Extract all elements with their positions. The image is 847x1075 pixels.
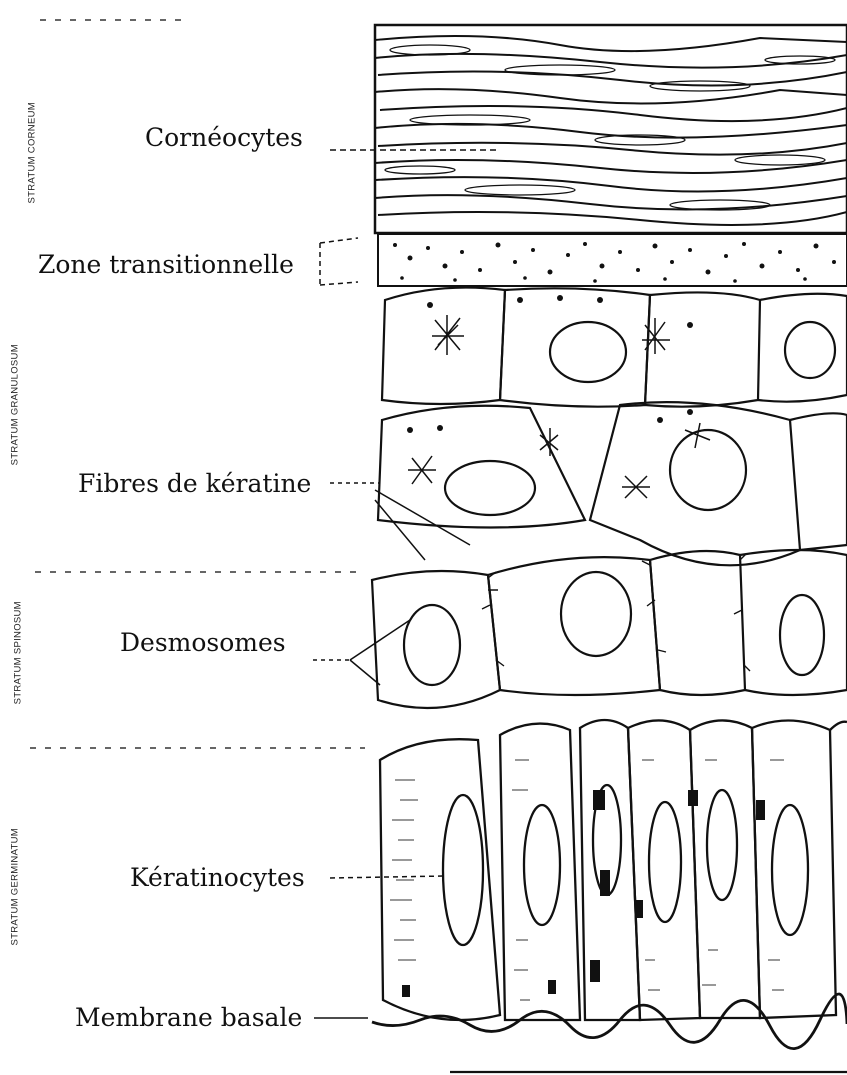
label-corneocytes: Cornéocytes — [145, 125, 303, 150]
label-fibres-keratine: Fibres de kératine — [78, 471, 311, 496]
label-zone-transitionnelle: Zone transitionnelle — [38, 252, 294, 277]
bracket-transitional-zone — [320, 238, 358, 285]
stratum-germinatum-drawing — [380, 720, 847, 1020]
layer-label-stratum-corneum: STRATUM CORNEUM — [27, 93, 37, 213]
layer-label-stratum-granulosum: STRATUM GRANULOSUM — [10, 335, 20, 475]
leader-fibres-b — [375, 500, 425, 560]
stratum-spinosum-drawing — [372, 550, 847, 708]
label-desmosomes: Desmosomes — [120, 630, 286, 655]
stratum-corneum-drawing — [375, 25, 847, 233]
label-membrane-basale: Membrane basale — [75, 1005, 302, 1030]
layer-label-stratum-germinatum: STRATUM GERMINATUM — [10, 817, 20, 957]
leader-keratinocytes — [330, 876, 445, 878]
layer-label-stratum-spinosum: STRATUM SPINOSUM — [13, 593, 23, 713]
basement-membrane-line — [372, 994, 847, 1049]
leader-desmosomes-a — [350, 620, 410, 660]
label-keratinocytes: Kératinocytes — [130, 865, 305, 890]
transitional-zone-drawing — [378, 234, 847, 286]
stratum-granulosum-drawing — [378, 288, 847, 566]
